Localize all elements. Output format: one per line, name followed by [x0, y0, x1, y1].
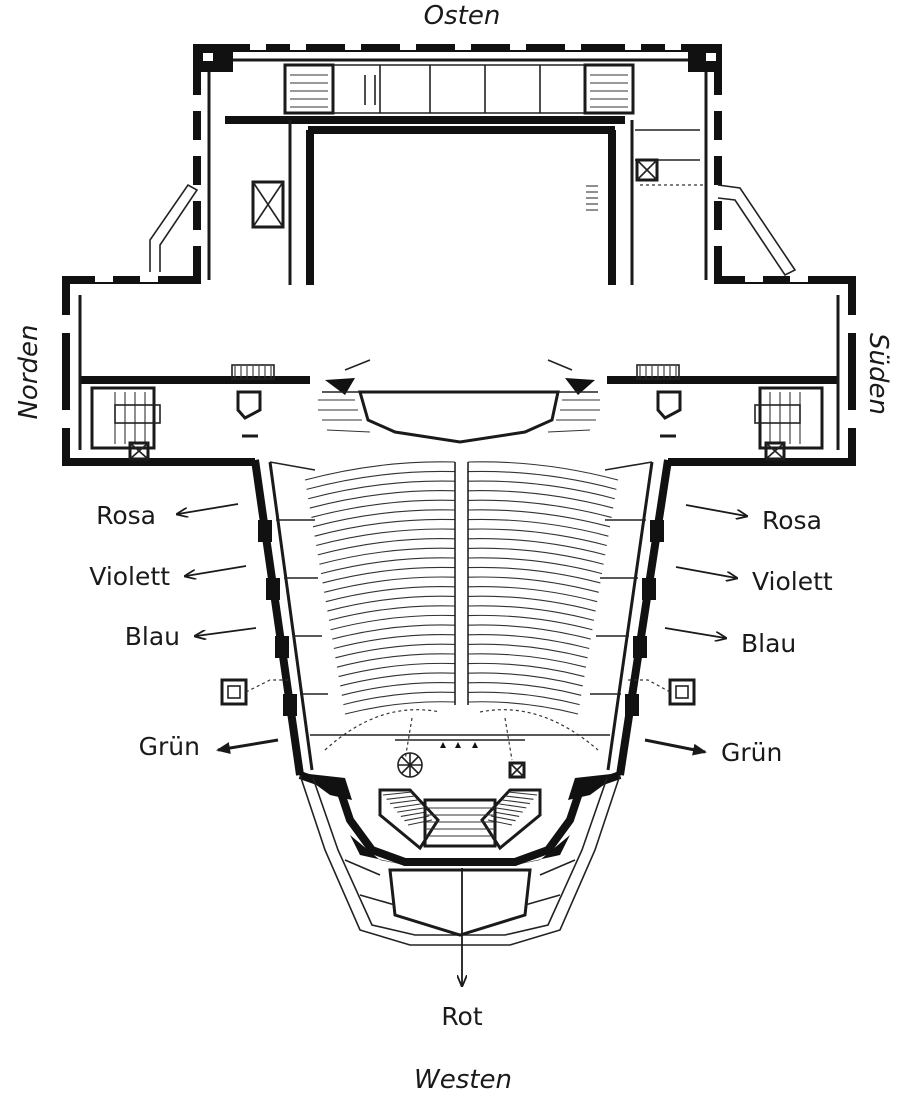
seating-rows — [304, 461, 619, 715]
stage-house — [62, 44, 856, 466]
label-north: Norden — [14, 324, 44, 419]
exit-label-left-blau: Blau — [125, 622, 180, 651]
exit-label-bottom-rot: Rot — [441, 1002, 483, 1031]
exit-label-right-blau: Blau — [741, 629, 796, 658]
west-front — [298, 709, 622, 946]
exit-label-left-violett: Violett — [89, 562, 170, 591]
foyer-wings — [78, 295, 840, 461]
label-east: Osten — [424, 1, 501, 31]
exit-arrows — [178, 503, 746, 985]
auditorium-walls — [220, 459, 696, 776]
exit-label-left-rosa: Rosa — [96, 501, 156, 530]
exit-label-right-gruen: Grün — [721, 738, 782, 767]
exit-label-right-rosa: Rosa — [762, 506, 822, 535]
exit-label-left-gruen: Grün — [139, 732, 200, 761]
label-west: Westen — [414, 1065, 512, 1095]
label-south: Süden — [863, 333, 893, 415]
exit-label-right-violett: Violett — [752, 567, 833, 596]
